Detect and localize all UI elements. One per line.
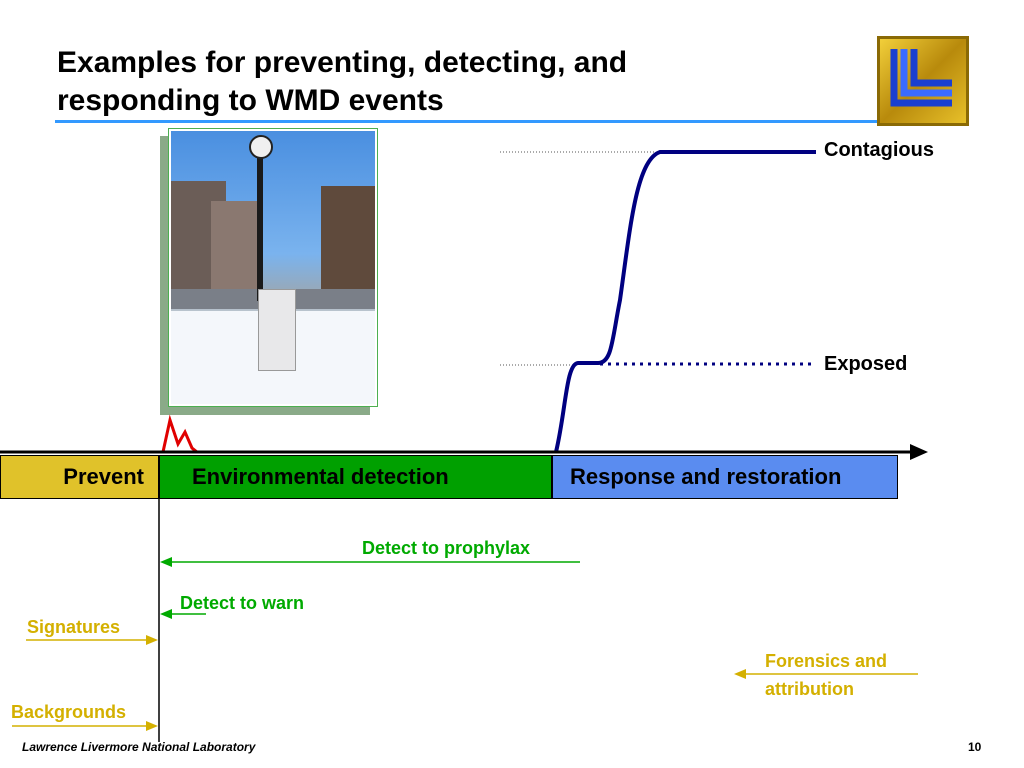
forensics-arrow bbox=[734, 669, 746, 679]
contagious-label: Contagious bbox=[824, 139, 934, 161]
backgrounds-label: Backgrounds bbox=[11, 702, 127, 722]
phase-detection-label: Environmental detection bbox=[192, 464, 449, 489]
llnl-logo-icon bbox=[877, 36, 969, 126]
detect-to-prophylax-label: Detect to prophylax bbox=[362, 538, 531, 558]
page-number: 10 bbox=[968, 740, 982, 754]
phase-environmental-detection: Environmental detection bbox=[159, 455, 552, 499]
cumulative-curve bbox=[554, 150, 816, 453]
sensor-photo bbox=[171, 131, 375, 404]
title-rule bbox=[55, 120, 928, 123]
exposed-label: Exposed bbox=[824, 353, 908, 375]
phase-response-restoration: Response and restoration bbox=[552, 455, 898, 499]
slide-title-line2: responding to WMD events bbox=[57, 84, 444, 117]
detect-to-prophylax-arrow bbox=[160, 557, 172, 567]
footer-organization: Lawrence Livermore National Laboratory bbox=[22, 740, 256, 754]
slide-title: Examples for preventing, detecting, and … bbox=[57, 44, 817, 120]
phase-response-label: Response and restoration bbox=[570, 464, 842, 489]
time-axis-arrowhead bbox=[910, 444, 928, 460]
signatures-label: Signatures bbox=[27, 617, 121, 637]
backgrounds-arrow bbox=[146, 721, 158, 731]
logo-graphic bbox=[890, 49, 952, 107]
detect-to-warn-label: Detect to warn bbox=[180, 593, 305, 613]
release-event-spike bbox=[161, 414, 198, 454]
forensics-label-line2: attribution bbox=[765, 679, 854, 699]
phase-prevent: Prevent bbox=[0, 455, 159, 499]
forensics-label-line1: Forensics and bbox=[765, 651, 888, 671]
detect-to-warn-arrow bbox=[160, 609, 172, 619]
forensics-label: Forensics and attribution bbox=[765, 647, 887, 703]
slide-title-line1: Examples for preventing, detecting, and bbox=[57, 46, 628, 79]
phase-prevent-label: Prevent bbox=[63, 464, 144, 489]
signatures-arrow bbox=[146, 635, 158, 645]
